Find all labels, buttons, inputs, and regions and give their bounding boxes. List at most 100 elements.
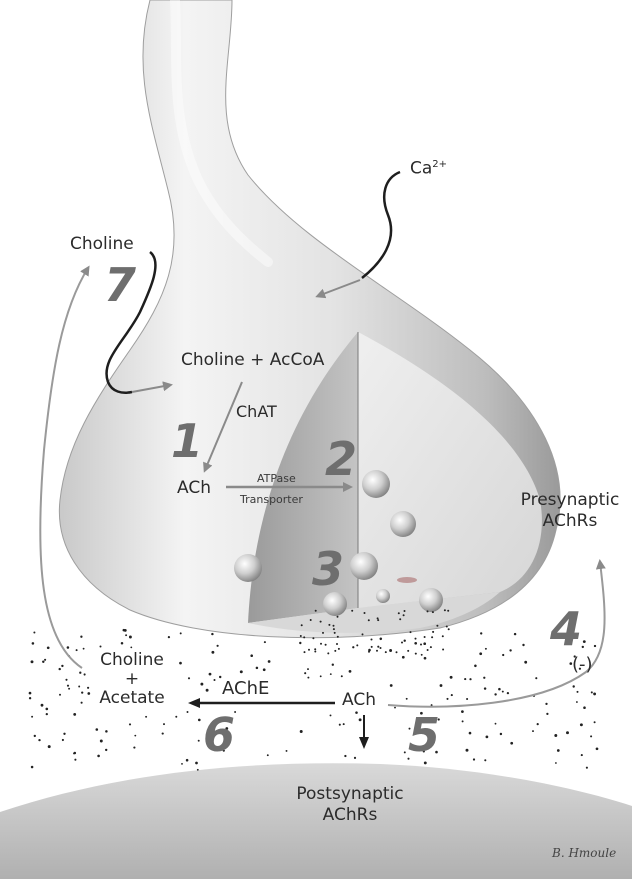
- ach-molecule-dot: [403, 751, 406, 754]
- ach-molecule-dot: [509, 649, 512, 652]
- artist-signature: B. Hmoule: [552, 846, 617, 860]
- ach-molecule-dot: [31, 642, 35, 645]
- ach-molecule-dot: [97, 754, 100, 758]
- ach-molecule-dot: [535, 677, 538, 680]
- ach-molecule-dot: [255, 666, 259, 670]
- ach-molecule-dot: [179, 661, 182, 665]
- ach-molecule-dot: [324, 643, 327, 646]
- ach-molecule-dot: [87, 686, 90, 689]
- ach-molecule-dot: [187, 677, 191, 680]
- ach-molecule-dot: [186, 711, 189, 713]
- ach-molecule-dot: [218, 675, 222, 679]
- ach-molecule-dot: [590, 735, 593, 738]
- chat-arrow: [203, 381, 243, 473]
- ach-molecule-dot: [328, 623, 331, 626]
- choline-label-bottom: Choline: [100, 650, 164, 670]
- ach-molecule-dot: [65, 678, 68, 681]
- ach-molecule-dot: [576, 690, 579, 693]
- ach-molecule-dot: [66, 684, 70, 687]
- ach-molecule-dot: [337, 647, 340, 650]
- ach-molecule-dot: [333, 631, 336, 634]
- ach-molecule-dot: [128, 635, 132, 639]
- ach-molecule-dot: [58, 667, 61, 671]
- ach-molecule-dot: [105, 748, 108, 752]
- ach-molecule-dot: [344, 754, 347, 758]
- ach-molecule-dot: [28, 691, 32, 695]
- ach-molecule-dot: [307, 668, 309, 671]
- ach-molecule-dot: [572, 685, 575, 688]
- ach-molecule-dot: [513, 632, 517, 636]
- ach-molecule-dot: [332, 624, 335, 627]
- ach-molecule-dot: [355, 711, 358, 714]
- ach-molecule-dot: [329, 673, 332, 676]
- ach-molecule-dot: [428, 735, 431, 739]
- ach-molecule-dot: [414, 641, 418, 645]
- ach-molecule-dot: [195, 761, 198, 765]
- cutaway-side-wall: [358, 332, 542, 608]
- ach-molecule-dot: [61, 738, 64, 742]
- ach-molecule-dot: [99, 645, 102, 648]
- ach-molecule-dot: [368, 650, 370, 653]
- ach-molecule-dot: [502, 653, 505, 657]
- ach-molecule-dot: [28, 697, 32, 700]
- ach-molecule-dot: [342, 723, 345, 726]
- ach-molecule-dot: [185, 758, 189, 762]
- ach-molecule-dot: [303, 636, 306, 639]
- ach-molecule-dot: [73, 713, 77, 716]
- ach-molecule-dot: [593, 692, 597, 696]
- ach-molecule-dot: [420, 643, 422, 646]
- ach-molecule-dot: [250, 654, 253, 657]
- ach-molecule-dot: [578, 667, 582, 670]
- ach-molecule-dot: [167, 635, 171, 639]
- ach-molecule-dot: [405, 697, 408, 700]
- ach-molecule-dot: [312, 637, 315, 640]
- postsynaptic-label-line1: Postsynaptic: [296, 784, 404, 804]
- ach-molecule-dot: [474, 664, 477, 668]
- ach-molecule-dot: [384, 651, 387, 654]
- choline-recycle-arrow: [39, 265, 90, 669]
- ach-molecule-dot: [31, 715, 34, 718]
- postsynaptic-label: Postsynaptic AChRs: [285, 786, 415, 824]
- ach-molecule-dot: [299, 635, 302, 637]
- ach-molecule-dot: [469, 678, 472, 681]
- ach-molecule-dot: [399, 618, 402, 621]
- ach-molecule-dot: [336, 615, 339, 618]
- ach-molecule-dot: [423, 636, 426, 638]
- ach-molecule-dot: [522, 643, 525, 647]
- vesicle: [419, 588, 443, 612]
- ach-molecule-dot: [439, 684, 443, 687]
- ach-molecule-dot: [216, 644, 219, 647]
- ach-molecule-dot: [336, 643, 338, 645]
- ach-molecule-dot: [407, 757, 410, 760]
- ach-molecule-dot: [423, 642, 427, 646]
- calcium-label: Ca2+: [410, 158, 448, 179]
- ach-molecule-dot: [583, 706, 586, 709]
- ach-molecule-dot: [47, 745, 51, 749]
- ach-molecule-dot: [368, 648, 371, 652]
- ach-molecule-dot: [61, 664, 64, 668]
- ach-molecule-dot: [300, 624, 303, 627]
- ach-molecule-dot: [480, 632, 483, 635]
- ach-molecule-dot: [376, 617, 379, 620]
- ach-molecule-dot: [200, 682, 204, 686]
- ach-molecule-dot: [389, 649, 393, 652]
- ach-molecule-dot: [423, 656, 427, 660]
- presynaptic-label-line2: AChRs: [542, 511, 598, 531]
- ach-molecule-dot: [442, 648, 445, 651]
- ache-label: AChE: [222, 678, 270, 699]
- ach-molecule-dot: [208, 672, 212, 676]
- ach-molecule-dot: [340, 675, 343, 678]
- ach-inside-label: ACh: [177, 478, 211, 498]
- ach-molecule-dot: [336, 635, 339, 638]
- vesicle: [234, 554, 262, 582]
- ach-molecule-dot: [498, 687, 501, 691]
- ach-molecule-dot: [87, 692, 91, 695]
- ach-molecule-dot: [133, 746, 136, 749]
- ach-molecule-dot: [161, 732, 164, 735]
- ach-molecule-dot: [197, 739, 200, 742]
- ach-molecule-dot: [33, 631, 36, 634]
- ach-molecule-dot: [431, 611, 434, 614]
- ach-molecule-dot: [524, 660, 528, 664]
- ach-molecule-dot: [545, 702, 548, 706]
